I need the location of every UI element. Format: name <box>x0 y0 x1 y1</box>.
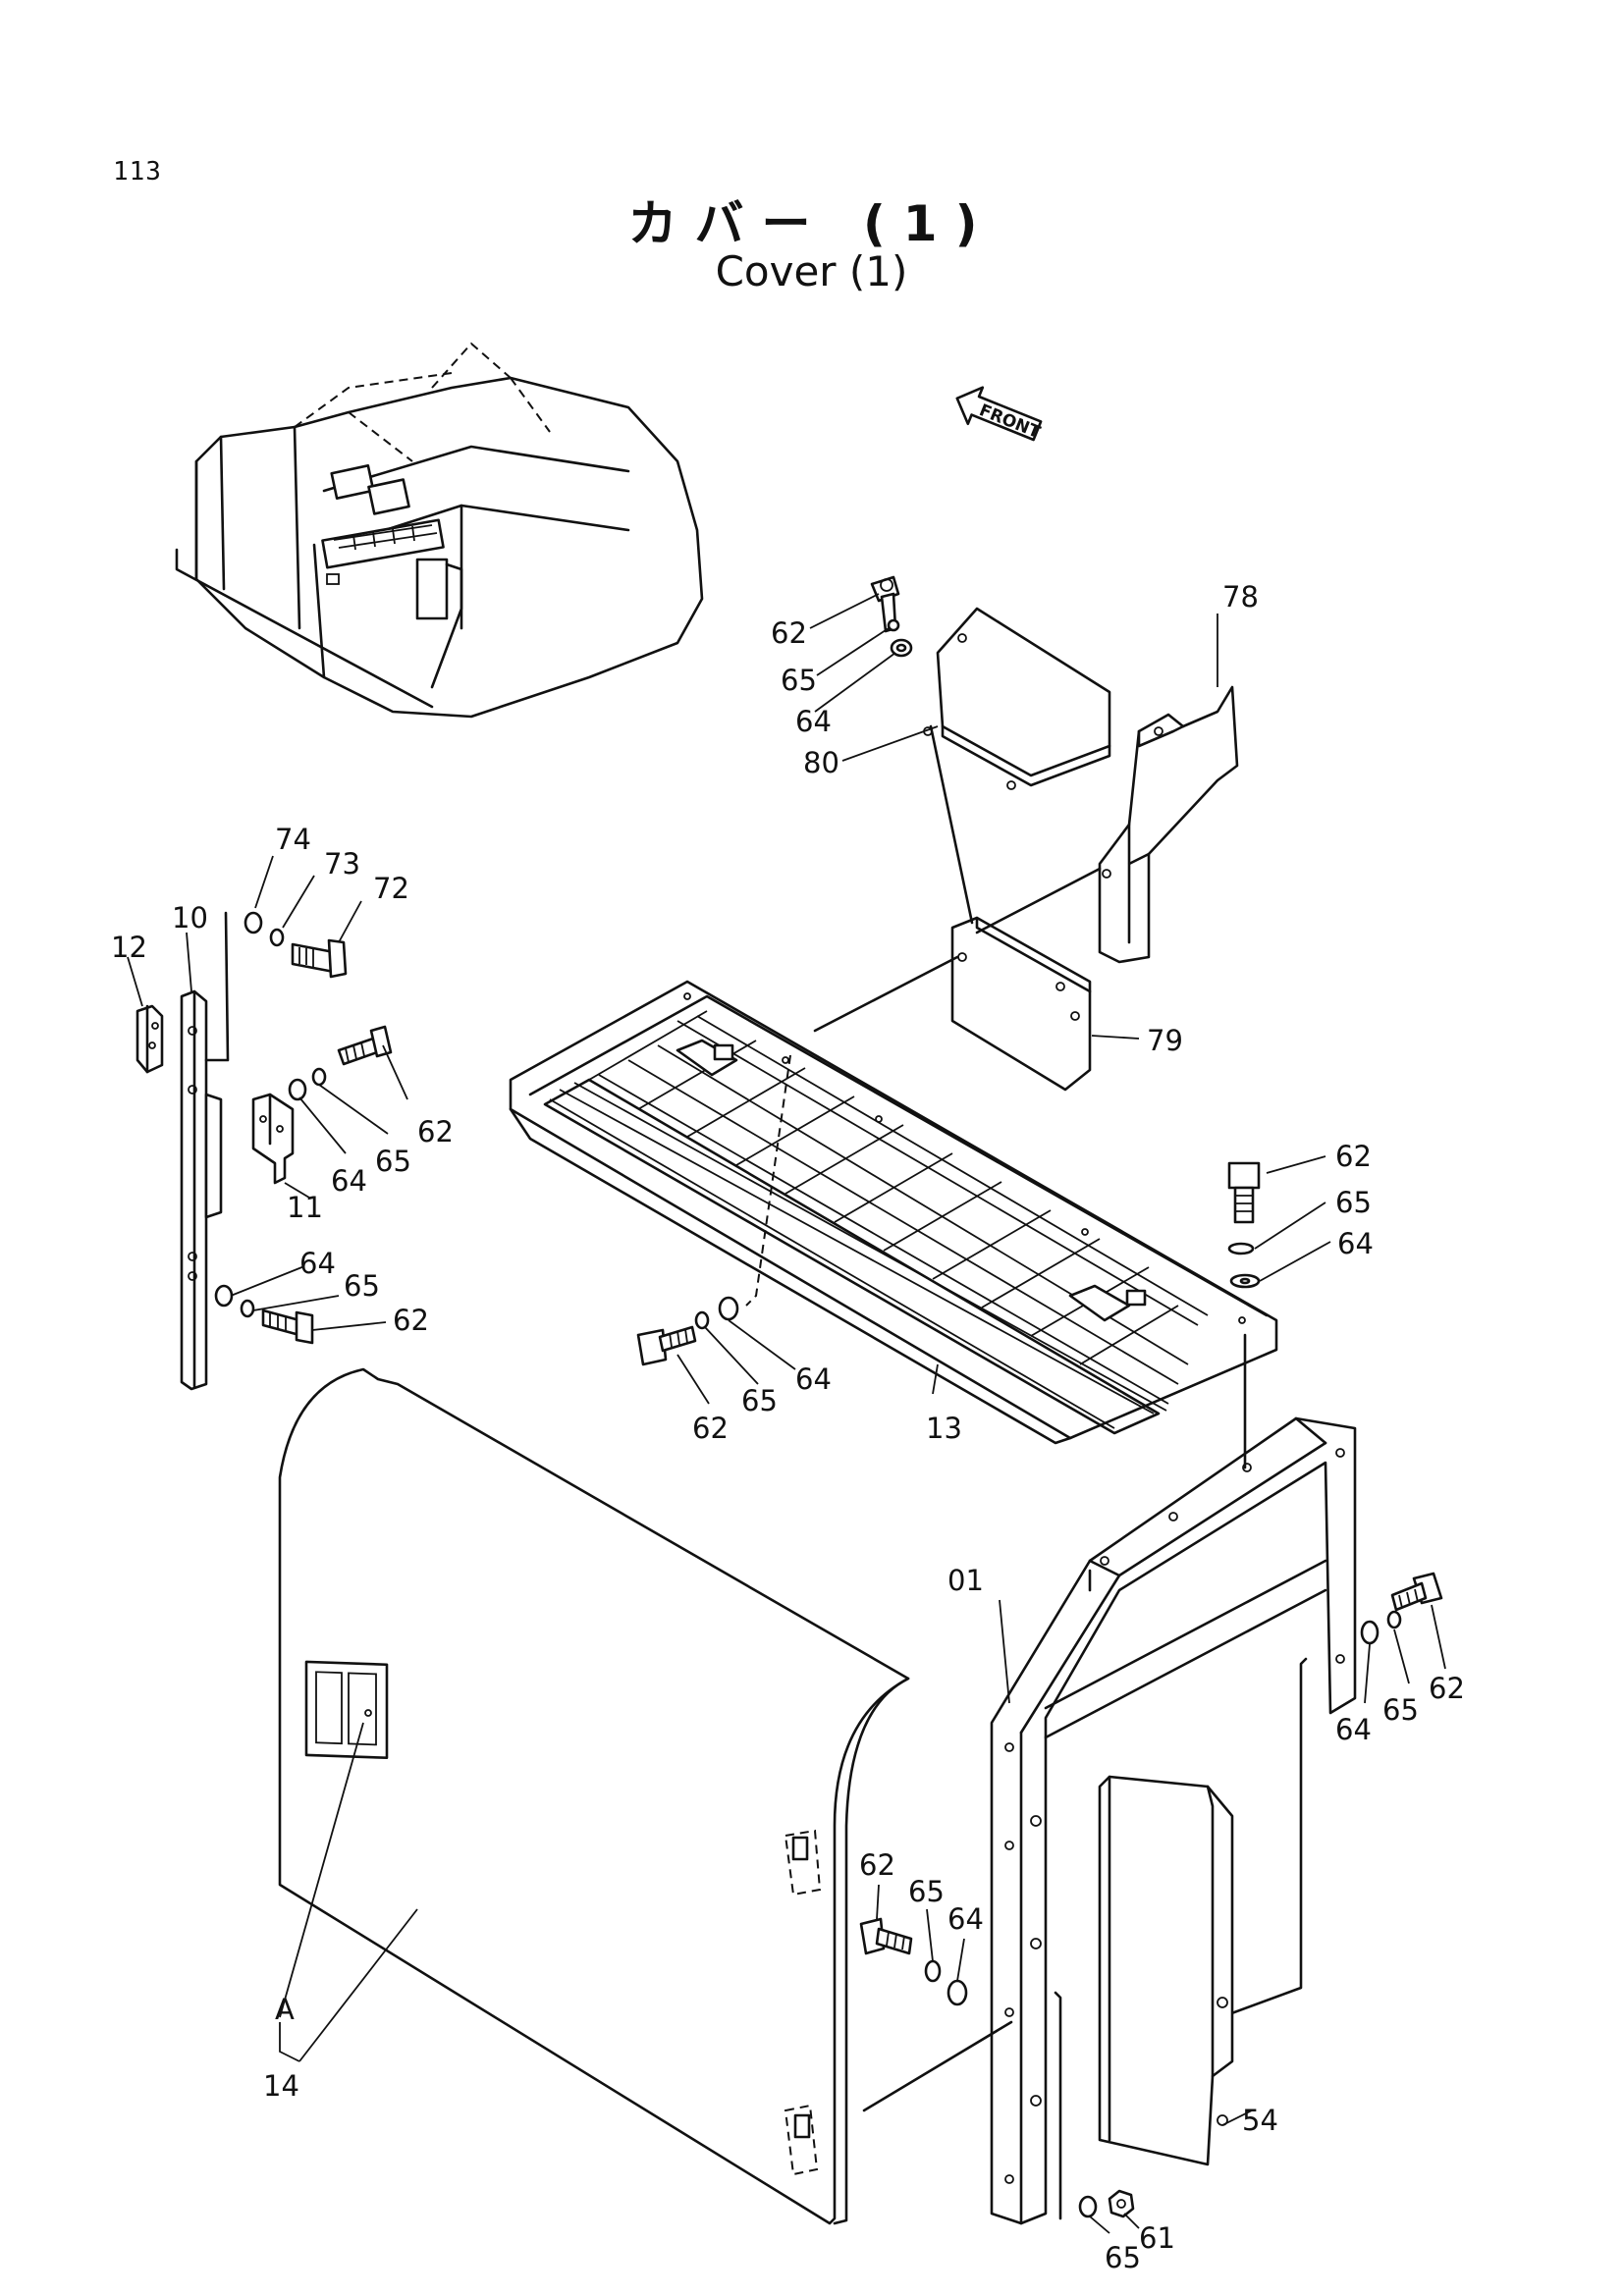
lockwasher-65-grille <box>694 1310 710 1330</box>
lockwasher-65-lower-center <box>924 1959 942 1983</box>
label-73: 73 <box>324 847 360 881</box>
lockwasher-65-right-top <box>1227 1242 1255 1255</box>
washer-64-lower-center <box>947 1979 968 2006</box>
bolt-62-right-mid <box>1390 1572 1443 1612</box>
lockwasher-65-mid-left <box>311 1067 327 1087</box>
label-A: A <box>275 1993 295 2026</box>
cover-54 <box>1098 1775 1234 2166</box>
label-65: 65 <box>1105 2241 1141 2274</box>
exploded-line-14-01 <box>862 2020 1013 2112</box>
lockwasher-65-upper <box>887 618 900 632</box>
frame-01 <box>990 1416 1357 2225</box>
washer-64-mid-left <box>288 1078 307 1101</box>
label-65: 65 <box>1382 1693 1419 1727</box>
label-14: 14 <box>263 2069 299 2103</box>
bolt-62-mid-left <box>337 1025 393 1066</box>
bracket-78 <box>1098 685 1239 964</box>
bolt-62-right-top <box>1227 1161 1261 1224</box>
label-62: 62 <box>692 1412 729 1445</box>
bolt-62-lower-center <box>859 1917 913 1955</box>
label-64: 64 <box>947 1902 984 1936</box>
exploded-line-01-nut <box>1054 1991 1062 2220</box>
label-64: 64 <box>1337 1227 1374 1260</box>
front-direction-arrow: FRONT <box>955 386 1043 443</box>
title-japanese: カバー (1) <box>627 195 996 252</box>
label-65: 65 <box>781 664 817 697</box>
label-01: 01 <box>947 1564 984 1597</box>
label-12: 12 <box>111 931 147 964</box>
label-79: 79 <box>1147 1024 1183 1057</box>
label-78: 78 <box>1222 580 1259 614</box>
label-72: 72 <box>373 872 409 905</box>
label-61: 61 <box>1139 2221 1175 2255</box>
latch-11 <box>251 1093 295 1185</box>
label-62: 62 <box>1429 1672 1465 1705</box>
exploded-line-78-79 <box>975 867 1102 934</box>
label-62: 62 <box>393 1304 429 1337</box>
exploded-line-bolt-13 <box>745 1054 791 1307</box>
label-64: 64 <box>299 1247 336 1280</box>
lockwasher-65-lower-left <box>240 1299 255 1318</box>
bracket-79 <box>950 916 1092 1092</box>
leader-lines <box>127 593 1446 2234</box>
label-65: 65 <box>741 1384 778 1417</box>
washer-74 <box>243 911 263 934</box>
front-label: FRONT <box>976 400 1043 443</box>
label-64: 64 <box>1335 1713 1372 1746</box>
bolt-62-lower-left <box>261 1308 314 1345</box>
label-13: 13 <box>926 1412 962 1445</box>
label-80: 80 <box>803 746 839 779</box>
washer-64-right-mid <box>1360 1620 1380 1645</box>
bolt-72 <box>291 938 348 979</box>
label-62: 62 <box>417 1115 454 1148</box>
title-english: Cover (1) <box>715 247 908 295</box>
nut-61 <box>1108 2189 1135 2218</box>
exploded-line-01-right <box>1206 1657 1308 2024</box>
label-62: 62 <box>771 616 807 650</box>
exploded-line-79-13 <box>813 955 959 1033</box>
label-65: 65 <box>375 1145 411 1178</box>
lockwasher-65-right-mid <box>1386 1610 1402 1629</box>
label-64: 64 <box>795 1362 832 1396</box>
part-number-labels: 78 62 65 64 80 74 73 72 10 12 79 62 65 6… <box>111 580 1465 2274</box>
exploded-line-80-79 <box>929 724 974 925</box>
label-10: 10 <box>172 901 208 934</box>
front-cover-14 <box>278 1367 910 2225</box>
lockwasher-73 <box>269 928 285 947</box>
label-65: 65 <box>908 1875 945 1908</box>
label-64: 64 <box>331 1164 367 1198</box>
label-11: 11 <box>287 1191 323 1224</box>
strip-10 <box>180 989 223 1391</box>
plate-80 <box>923 607 1111 790</box>
washer-65-bottom <box>1078 2195 1098 2218</box>
washer-64-grille <box>718 1296 739 1321</box>
page-number: 113 <box>113 157 162 187</box>
label-65: 65 <box>1335 1186 1372 1219</box>
latch-12 <box>135 1004 164 1074</box>
label-74: 74 <box>275 823 311 856</box>
grille-cover-13 <box>509 980 1278 1445</box>
bolt-62-grille <box>636 1325 697 1366</box>
machine-overview-illustration <box>175 342 704 719</box>
exploded-line-10-top <box>204 911 230 1062</box>
label-62: 62 <box>859 1848 895 1882</box>
label-65: 65 <box>344 1269 380 1303</box>
label-54: 54 <box>1242 2104 1278 2137</box>
label-64: 64 <box>795 705 832 738</box>
washer-64-lower-left <box>214 1284 234 1308</box>
label-62: 62 <box>1335 1140 1372 1173</box>
